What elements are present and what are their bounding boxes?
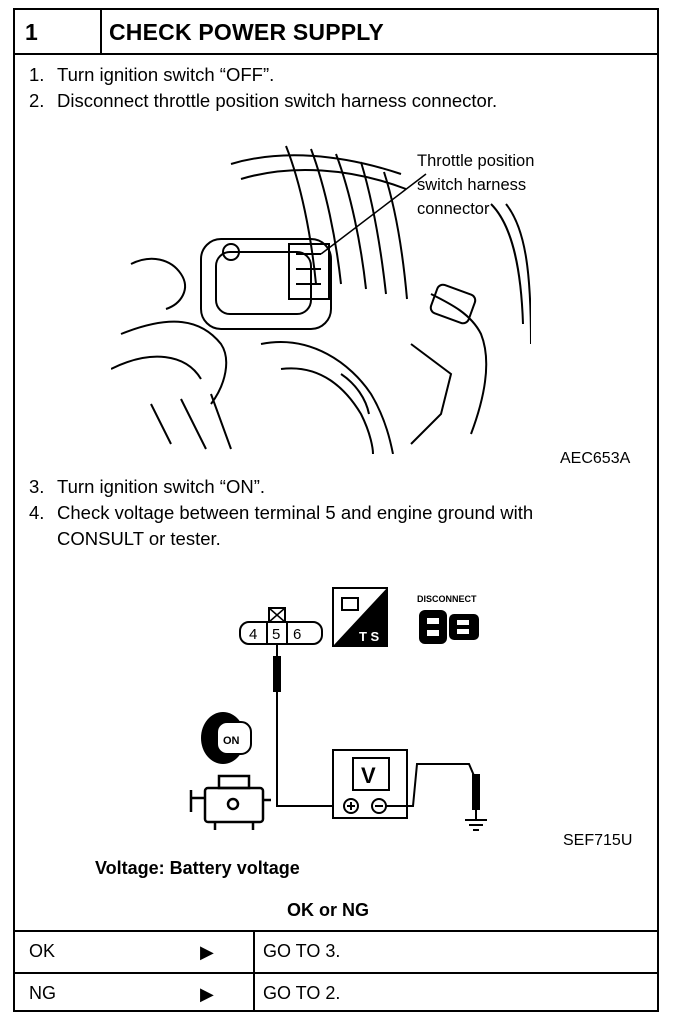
instruction-item: 1.Turn ignition switch “OFF”. [29,64,275,85]
svg-text:T S: T S [359,629,380,644]
ignition-key-icon: ON [201,712,252,764]
svg-text:DISCONNECT: DISCONNECT [417,594,477,604]
header-divider [100,10,102,53]
voltage-spec: Voltage: Battery voltage [95,858,300,878]
arrow-icon: ▶ [200,984,214,1004]
terminal-5: 5 [272,626,280,643]
connector-callout: Throttle position switch harness connect… [417,152,535,218]
engine-icon [189,774,271,830]
result-label: OK [29,941,56,961]
voltmeter-icon: V [332,749,408,819]
terminal-4: 4 [249,626,257,643]
figure2-code: SEF715U [563,832,633,849]
engine-throttle-illustration [111,145,531,454]
result-table: OK ▶ GO TO 3. NG ▶ GO TO 2. [15,930,657,1012]
step-number: 1 [25,19,38,45]
ts-connector-icon: T S [332,587,388,647]
ground-icon [465,810,487,831]
terminal-6: 6 [293,626,301,643]
terminal-connector: 4 5 6 [239,607,323,645]
ground-probe [472,774,480,810]
result-label: NG [29,983,56,1003]
instruction-item-continued: CONSULT or tester. [57,528,221,549]
procedure-frame: 1 CHECK POWER SUPPLY 1.Turn ignition swi… [13,8,659,1012]
test-probe [273,656,281,692]
result-action: GO TO 2. [263,983,341,1003]
disconnect-icon: DISCONNECT [417,594,479,644]
instruction-item: 3.Turn ignition switch “ON”. [29,476,266,497]
result-row-ng: NG ▶ GO TO 2. [15,972,657,1012]
result-row-ok: OK ▶ GO TO 3. [15,932,657,972]
instruction-item: 4.Check voltage between terminal 5 and e… [29,502,534,523]
voltage-check-diagram: 4 5 6 T S DISCONNECT ON [189,587,487,831]
svg-text:ON: ON [223,735,240,747]
instruction-list-b: 3.Turn ignition switch “ON”. 4.Check vol… [29,474,533,552]
result-action: GO TO 3. [263,941,341,961]
ok-ng-heading: OK or NG [287,900,370,920]
step-header: 1 CHECK POWER SUPPLY [15,10,657,55]
step-title: CHECK POWER SUPPLY [109,19,384,45]
arrow-icon: ▶ [200,942,214,962]
instruction-list-a: 1.Turn ignition switch “OFF”. 2.Disconne… [29,62,497,114]
figure-code: AEC653A [560,450,631,467]
svg-text:V: V [361,763,376,788]
instruction-item: 2.Disconnect throttle position switch ha… [29,90,498,111]
